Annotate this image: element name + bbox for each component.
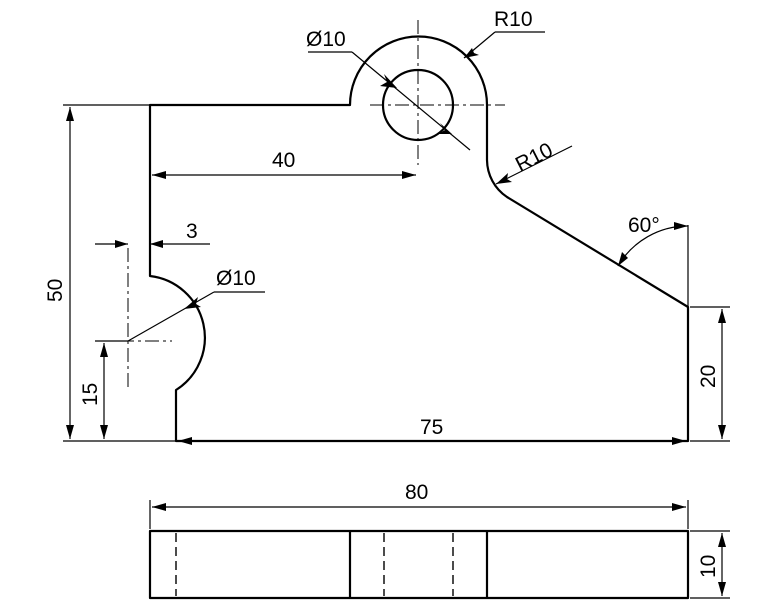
notch-diameter-label: Ø10 <box>216 267 256 290</box>
hole-diameter-label: Ø10 <box>306 28 346 51</box>
hole-offset-dimension: 40 <box>152 149 416 179</box>
top-view-outline <box>148 529 690 600</box>
fillet-radius-label: R10 <box>512 138 557 176</box>
hole-offset-label: 40 <box>272 149 295 172</box>
notch-depth-dimension: 3 <box>95 220 210 248</box>
right-height-dimension: 20 <box>690 306 730 442</box>
boss-radius-dimension: R10 <box>463 8 545 59</box>
thickness-label: 10 <box>697 555 720 578</box>
thickness-dimension: 10 <box>690 530 730 599</box>
front-view-outline <box>148 35 690 443</box>
overall-height-dimension: 50 <box>44 104 176 442</box>
hole-diameter-dimension: Ø10 <box>306 28 471 151</box>
base-length-dimension: 75 <box>178 416 686 445</box>
slope-angle-dimension: 60° <box>617 214 689 307</box>
base-length-label: 75 <box>420 416 443 439</box>
boss-radius-label: R10 <box>494 8 533 31</box>
notch-height-dimension: 15 <box>79 340 128 439</box>
overall-length-dimension: 80 <box>149 481 689 529</box>
notch-diameter-dimension: Ø10 <box>127 267 265 342</box>
right-height-label: 20 <box>697 365 720 388</box>
front-view: Ø10 R10 R10 40 3 <box>44 8 730 445</box>
overall-length-label: 80 <box>405 481 428 504</box>
notch-depth-label: 3 <box>186 220 198 243</box>
slope-angle-label: 60° <box>628 214 660 237</box>
notch-height-label: 15 <box>79 383 102 406</box>
top-view: 80 10 <box>148 481 730 600</box>
fillet-radius-dimension: R10 <box>495 138 573 185</box>
overall-height-label: 50 <box>44 279 67 302</box>
